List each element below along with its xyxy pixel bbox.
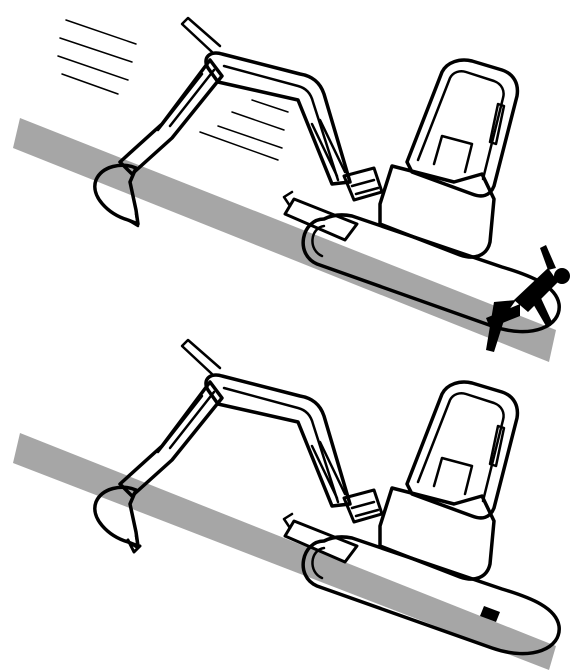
excavator-sliding — [93, 16, 561, 334]
bucket-teeth-icon — [126, 538, 142, 554]
top-panel — [13, 16, 570, 362]
bottom-ground-slope — [13, 433, 556, 670]
motion-lines-icon — [57, 19, 289, 161]
person-struck-icon — [486, 245, 570, 352]
track-chock-icon — [480, 606, 500, 622]
bottom-panel — [13, 338, 561, 670]
top-ground-slope — [13, 118, 556, 362]
